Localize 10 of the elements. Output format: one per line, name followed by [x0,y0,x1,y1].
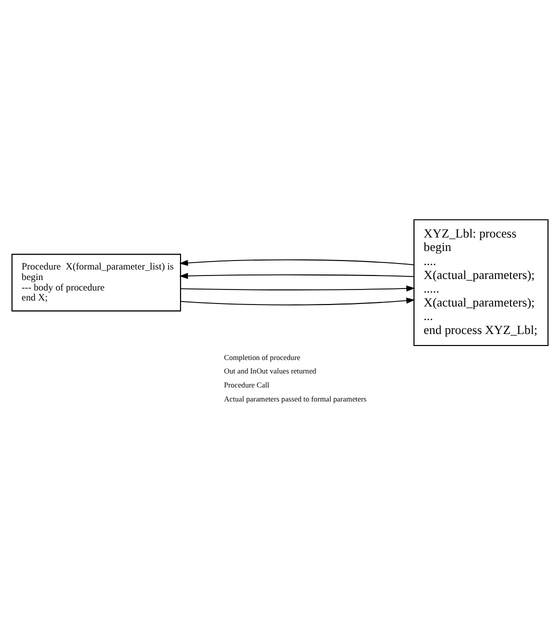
node-box: XYZ_Lbl: process begin .... X(actual_parameters); ..... X(actual_parameters); ... end process XYZ_Lbl; [413,218,549,346]
arrow [179,258,414,266]
arrow [179,272,414,278]
arrow [180,297,416,305]
label: Completion of procedure [224,352,300,362]
node-box: Procedure X(formal_parameter_list) is begin --- body of procedure end X; [11,253,182,311]
label: Procedure Call [224,380,270,389]
label: Actual parameters passed to formal parameters [224,394,367,403]
arrow [180,284,416,292]
label: Out and InOut values returned [224,366,316,376]
